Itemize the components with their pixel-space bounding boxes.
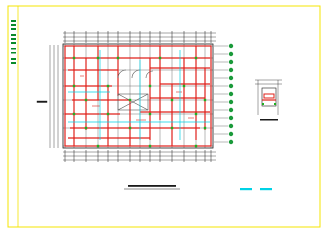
left-dimension-lines xyxy=(36,45,59,148)
axis-bubble xyxy=(228,67,234,73)
column-marker xyxy=(116,56,120,60)
cyan-members xyxy=(68,50,210,140)
cyan-notes xyxy=(240,188,272,191)
column-marker xyxy=(194,144,198,148)
axis-bubble xyxy=(228,59,234,65)
axis-bubble xyxy=(228,131,234,137)
red-openings xyxy=(80,75,194,121)
column-marker xyxy=(72,56,76,60)
axis-bubble xyxy=(228,115,234,121)
column-marker xyxy=(203,126,207,130)
column-marker xyxy=(106,112,110,116)
column-marker xyxy=(84,126,88,130)
column-marker xyxy=(96,56,100,60)
top-dimension-lines xyxy=(63,32,216,42)
red-walls xyxy=(64,45,212,147)
column-marker xyxy=(194,56,198,60)
column-marker xyxy=(84,98,88,102)
axis-bubble xyxy=(228,75,234,81)
binding-strip-text xyxy=(11,20,16,64)
axis-bubble xyxy=(228,51,234,57)
axis-bubble xyxy=(228,123,234,129)
detail-drawing xyxy=(255,79,282,121)
column-marker xyxy=(148,144,152,148)
axis-bubble xyxy=(228,43,234,49)
axis-bubble xyxy=(228,107,234,113)
column-marker xyxy=(148,84,152,88)
column-marker xyxy=(203,98,207,102)
column-marker xyxy=(106,84,110,88)
bottom-dimension-ticks xyxy=(64,150,212,162)
column-marker xyxy=(170,126,174,130)
column-marker xyxy=(170,98,174,102)
column-marker xyxy=(96,144,100,148)
column-marker xyxy=(72,112,76,116)
cad-drawing xyxy=(7,5,321,228)
column-marker xyxy=(128,98,132,102)
right-axis-bubbles xyxy=(214,43,234,145)
axis-bubble xyxy=(228,83,234,89)
stair-core xyxy=(117,69,154,111)
building-outline xyxy=(62,43,214,149)
outer-frame xyxy=(7,5,321,228)
column-marker xyxy=(182,84,186,88)
axis-bubble xyxy=(228,139,234,145)
axis-bubble xyxy=(228,99,234,105)
axis-bubble xyxy=(228,91,234,97)
column-marker xyxy=(148,112,152,116)
top-dimension-ticks xyxy=(64,31,212,43)
column-marker xyxy=(72,84,76,88)
drawing-title xyxy=(124,185,180,190)
column-marker xyxy=(194,112,198,116)
column-marker xyxy=(128,126,132,130)
column-marker xyxy=(158,56,162,60)
green-columns xyxy=(72,56,207,148)
bottom-dimension-lines xyxy=(63,151,216,161)
